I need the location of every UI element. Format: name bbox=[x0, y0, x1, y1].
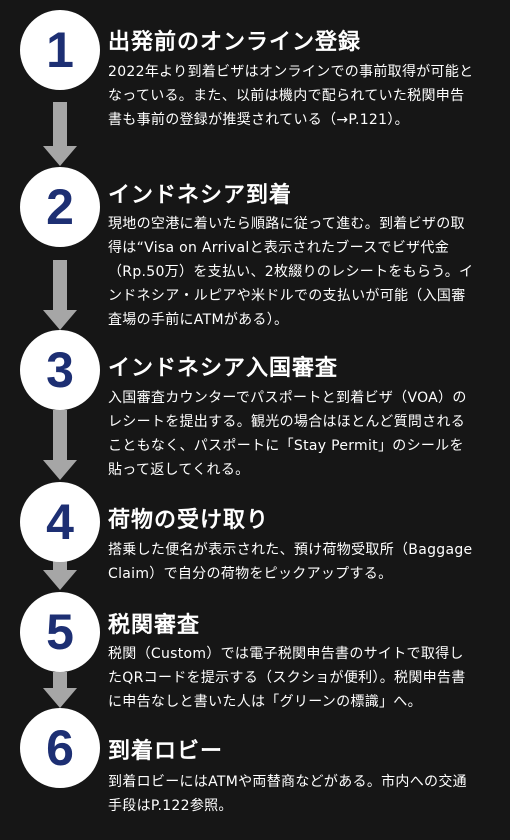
step-description: 到着ロビーにはATMや両替商などがある。市内への交通手段はP.122参照。 bbox=[108, 774, 467, 814]
arrow-3-to-4 bbox=[43, 410, 77, 480]
step-number: 1 bbox=[46, 22, 74, 78]
step-title: インドネシア入国審査 bbox=[108, 356, 339, 381]
step-number-circle: 6 bbox=[20, 708, 100, 788]
step-description: 入国審査カウンターでパスポートと到着ビザ（VOA）のレシートを提出する。観光の場… bbox=[108, 390, 467, 478]
step-number-circle: 1 bbox=[20, 10, 100, 90]
step-title: 出発前のオンライン登録 bbox=[108, 30, 362, 55]
step-description: 現地の空港に着いたら順路に従って進む。到着ビザの取得は“Visa on Arri… bbox=[108, 216, 474, 328]
step-number: 4 bbox=[46, 494, 74, 550]
arrow-1-to-2 bbox=[43, 102, 77, 166]
arrow-4-to-5 bbox=[43, 560, 77, 590]
step-description: 搭乗した便名が表示された、預け荷物受取所（Baggage Claim）で自分の荷… bbox=[108, 542, 473, 582]
step-number-circle: 5 bbox=[20, 592, 100, 672]
step-number-circle: 3 bbox=[20, 330, 100, 410]
step-title: インドネシア到着 bbox=[108, 183, 293, 208]
step-number-circle: 2 bbox=[20, 167, 100, 247]
arrow-2-to-3 bbox=[43, 260, 77, 330]
step-title: 荷物の受け取り bbox=[108, 508, 270, 533]
step-number: 6 bbox=[46, 720, 74, 776]
arrow-5-to-6 bbox=[43, 672, 77, 708]
step-number: 3 bbox=[46, 342, 74, 398]
step-number-circle: 4 bbox=[20, 482, 100, 562]
step-number: 5 bbox=[46, 604, 74, 660]
step-title: 税関審査 bbox=[108, 613, 201, 638]
step-description: 2022年より到着ビザはオンラインでの事前取得が可能となっている。また、以前は機… bbox=[108, 64, 474, 128]
step-number: 2 bbox=[46, 179, 74, 235]
step-description: 税関（Custom）では電子税関申告書のサイトで取得したQRコードを提示する（ス… bbox=[108, 646, 466, 710]
step-title: 到着ロビー bbox=[108, 739, 224, 764]
